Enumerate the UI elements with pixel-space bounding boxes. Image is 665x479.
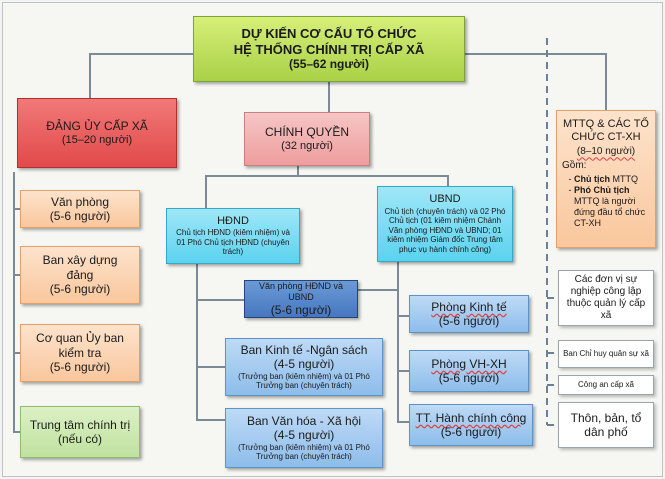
party-unit-name: Ban xây dựng đảng [42,253,118,282]
ban-ktns-desc: (Trưởng ban (kiêm nhiệm) và 01 Phó Trưởn… [238,371,370,391]
ubnd-unit-count: (5-6 người) [440,425,502,439]
hdnd-title: HĐND [217,215,249,228]
ban-van-hoa-xa-hoi-box: Ban Văn hóa - Xã hội (4-5 người) (Trưởng… [225,408,383,468]
root-count: (55–62 người) [289,57,369,72]
ubnd-unit-name: Phòng Kinh tế [431,299,507,314]
right-unit-text: Thôn, bản, tổ dân phố [570,410,642,439]
ubnd-desc: Chủ tịch (chuyên trách) và 02 Phó Chủ tị… [384,206,506,254]
mttq-item-bold: Phó Chủ tịch [574,185,630,196]
cong-an-cap-xa-box: Công an cấp xã [558,375,654,395]
party-unit-ubkt: Cơ quan Ủy ban kiểm tra (5-6 người) [20,324,140,382]
hdnd-desc: Chủ tịch HĐND (kiêm nhiệm) và 01 Phó Chủ… [176,228,290,257]
party-unit-count: (5-6 người) [49,209,111,223]
mttq-box: MTTQ & CÁC TỔ CHỨC CT-XH (8–10 người) Gồ… [556,110,656,248]
party-unit-name: Trung tâm chính trị (nếu có) [29,417,131,446]
mttq-item-text: MTTQ [612,174,639,185]
party-unit-name: Cơ quan Ủy ban kiểm tra [36,331,124,360]
ban-ktns-count: (4-5 người) [273,357,335,372]
chinh-quyen-box: CHÍNH QUYỀN (32 người) [244,112,370,166]
mttq-item: Phó Chủ tịch MTTQ là người đứng đầu tổ c… [574,185,650,228]
party-unit-van-phong: Văn phòng (5-6 người) [20,190,140,228]
don-vi-su-nghiep-box: Các đơn vị sự nghiệp công lập thuộc quản… [558,270,654,326]
party-unit-count: (5-6 người) [49,282,111,297]
mttq-item-text: MTTQ là người đứng đầu tổ chức CT-XH [574,195,646,228]
dang-uy-count: (15–20 người) [61,133,133,146]
dang-uy-title: ĐẢNG ỦY CẤP XÃ [46,119,148,134]
right-unit-text: Các đơn vị sự nghiệp công lập thuộc quản… [566,274,646,321]
vp-hdnd-ubnd-box: Văn phòng HĐND và UBND (5-6 người) [244,280,358,318]
ban-vhxh-count: (4-5 người) [273,428,335,443]
ubnd-box: UBND Chủ tịch (chuyên trách) và 02 Phó C… [377,186,513,262]
ubnd-title: UBND [429,193,461,206]
phong-kinh-te-box: Phòng Kinh tế (5-6 người) [409,295,529,333]
party-unit-name: Văn phòng [50,194,110,209]
ubnd-unit-name: Phòng VH-XH [431,356,507,371]
root-box: DỰ KIẾN CƠ CẤU TỔ CHỨC HỆ THỐNG CHÍNH TR… [193,16,465,82]
party-unit-count: (5-6 người) [49,360,111,375]
mttq-includes: Gồm: [562,160,587,172]
ubnd-unit-name: TT. Hành chính công [415,410,527,425]
ban-ktns-name: Ban Kinh tế -Ngân sách [240,343,368,358]
thon-ban-to-dan-pho-box: Thôn, bản, tổ dân phố [558,402,654,448]
chinh-quyen-count: (32 người) [281,139,333,152]
party-unit-ban-xay-dung-dang: Ban xây dựng đảng (5-6 người) [20,246,140,304]
right-unit-text: Ban Chỉ huy quân sự xã [563,349,649,359]
mttq-count: (8–10 người) [576,146,636,158]
vp-hdnd-ubnd-count: (5-6 người) [270,302,332,317]
mttq-title: MTTQ & CÁC TỔ CHỨC CT-XH [563,118,649,144]
root-title-line1: DỰ KIẾN CƠ CẤU TỔ CHỨC [241,26,417,42]
party-unit-trung-tam-chinh-tri: Trung tâm chính trị (nếu có) [20,406,140,458]
mttq-list: Chủ tịch MTTQ Phó Chủ tịch MTTQ là người… [562,174,650,228]
phong-vh-xh-box: Phòng VH-XH (5-6 người) [409,350,529,392]
ban-vhxh-name: Ban Văn hóa - Xã hội [246,414,362,429]
mttq-item-bold: Chủ tịch [574,174,610,185]
ban-chi-huy-quan-su-box: Ban Chỉ huy quân sự xã [558,340,654,368]
ubnd-unit-count: (5-6 người) [438,371,500,385]
ban-kinh-te-ngan-sach-box: Ban Kinh tế -Ngân sách (4-5 người) (Trưở… [225,338,383,396]
hdnd-box: HĐND Chủ tịch HĐND (kiêm nhiệm) và 01 Ph… [166,208,300,264]
ubnd-unit-count: (5-6 người) [438,314,500,328]
tt-hanh-chinh-cong-box: TT. Hành chính công (5-6 người) [409,404,533,446]
dang-uy-box: ĐẢNG ỦY CẤP XÃ (15–20 người) [17,98,177,168]
root-title-line2: HỆ THỐNG CHÍNH TRỊ CẤP XÃ [233,41,425,57]
right-unit-text: Công an cấp xã [577,380,635,390]
vp-hdnd-ubnd-name: Văn phòng HĐND và UBND [258,281,344,302]
chinh-quyen-title: CHÍNH QUYỀN [264,125,349,140]
ban-vhxh-desc: (Trưởng ban (kiêm nhiệm) và 01 Phó Trưởn… [238,442,370,462]
mttq-item: Chủ tịch MTTQ [574,174,650,185]
